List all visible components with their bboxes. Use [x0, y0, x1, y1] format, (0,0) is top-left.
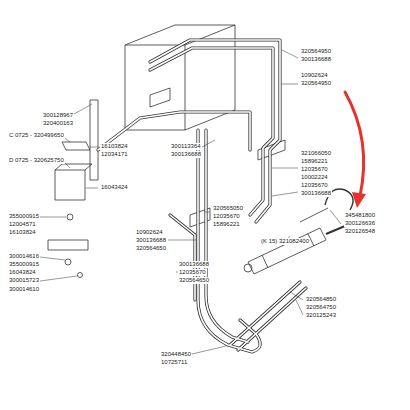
cylinder — [248, 228, 326, 274]
part-number: 300136688 — [300, 56, 332, 63]
part-number: 320126548 — [344, 228, 376, 235]
part-number: 300014610 — [8, 286, 40, 293]
leader-lines — [40, 50, 341, 354]
part-number: 12034171 — [100, 151, 129, 158]
part-number: 15896221 — [300, 158, 329, 165]
part-number: 320448450 — [160, 351, 192, 358]
part-number: 320564850 — [305, 296, 337, 303]
part-number: 320564650 — [178, 277, 210, 284]
part-number: 16103824 — [100, 143, 129, 150]
part-number: 12035670 — [300, 182, 329, 189]
part-number: 300136688 — [170, 151, 202, 158]
part-number: 300128967 — [42, 112, 74, 119]
part-number: 300126636 — [344, 220, 376, 227]
part-number: 12035670 — [212, 213, 241, 220]
part-number: 12035670 — [300, 166, 329, 173]
clamp — [48, 240, 88, 250]
part-number: 12035670 — [178, 269, 207, 276]
bolt — [67, 214, 73, 220]
part-number: 10902624 — [135, 229, 164, 236]
part-number: 320564950 — [300, 48, 332, 55]
cylinder-eye — [244, 264, 252, 272]
part-number: 300014616 — [8, 253, 40, 260]
part-number: 300136688 — [300, 190, 332, 197]
part-number: 355000915 — [8, 213, 40, 220]
part-number: 10002224 — [300, 174, 329, 181]
washer — [78, 273, 83, 278]
part-number: 300113364 — [170, 143, 202, 150]
part-number: 16043824 — [8, 269, 37, 276]
part-number: 300136688 — [178, 261, 210, 268]
part-number: D 0725 - 320625750 — [8, 157, 65, 164]
part-number: 345481800 — [344, 212, 376, 219]
pipes — [98, 40, 306, 352]
bracket — [55, 164, 92, 200]
part-number: 300136688 — [135, 237, 167, 244]
part-number: 320564750 — [305, 304, 337, 311]
bracket — [90, 100, 98, 180]
bolt — [65, 259, 71, 265]
part-number: 320125243 — [305, 312, 337, 319]
hose — [300, 208, 328, 222]
part-number: (K 15) 321082400 — [260, 238, 310, 245]
plate — [62, 142, 90, 150]
part-number: 321066050 — [300, 150, 332, 157]
part-number: 16043424 — [100, 184, 129, 191]
part-number: 16103824 — [8, 229, 37, 236]
part-number: 320400163 — [42, 120, 74, 127]
part-number: 355000915 — [8, 261, 40, 268]
part-number: C 0725 - 320499650 — [8, 132, 65, 139]
part-number: 10725711 — [160, 359, 188, 366]
part-number: 12004571 — [8, 221, 37, 228]
part-number: 15896221 — [212, 221, 241, 228]
piston-rod — [326, 226, 345, 234]
red-arrow — [345, 92, 366, 208]
part-number: 320564950 — [300, 80, 332, 87]
part-number: 320565050 — [212, 205, 244, 212]
part-number: 300015723 — [8, 277, 40, 284]
pipe-clip — [150, 88, 170, 107]
part-number: 10902624 — [300, 72, 329, 79]
part-number: 320564650 — [135, 245, 167, 252]
